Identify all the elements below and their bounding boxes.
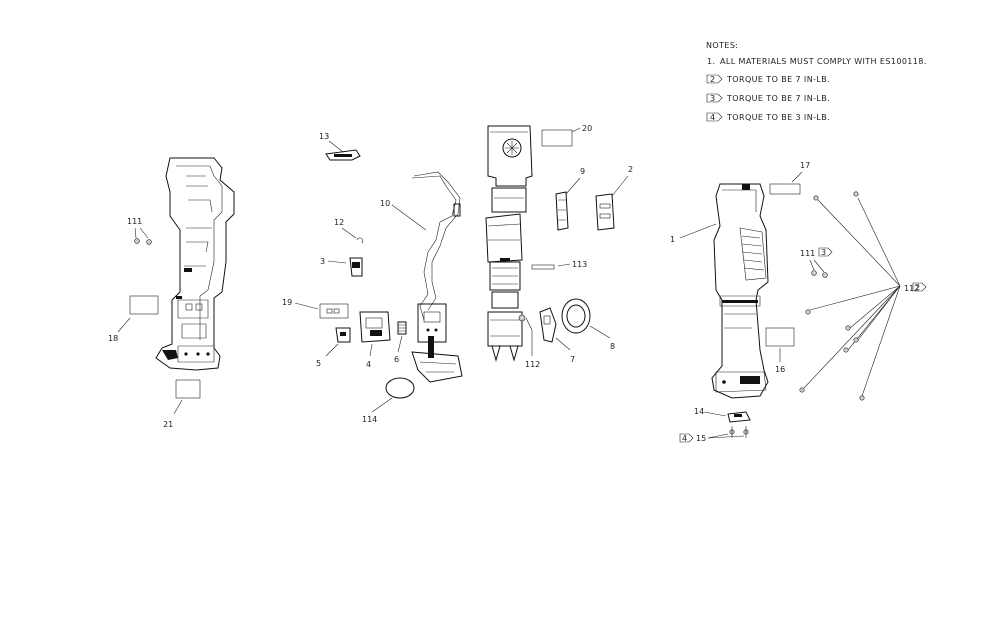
note-3-prefix: 3 bbox=[710, 94, 716, 103]
torque-flag-112 bbox=[912, 282, 927, 292]
callout-20: 20 bbox=[582, 124, 592, 133]
label-17: 17 bbox=[769, 161, 810, 195]
callout-111-flag: 3 bbox=[821, 248, 826, 257]
callout-3: 3 bbox=[320, 257, 325, 266]
part-8-ring: 8 bbox=[561, 298, 615, 351]
torque-flag-15 bbox=[679, 433, 694, 443]
torque-flag-111 bbox=[818, 247, 833, 257]
part-10-wire-harness: 10 bbox=[380, 171, 463, 383]
notes-heading: NOTES: bbox=[706, 41, 738, 50]
callout-111-right: 111 bbox=[800, 249, 815, 258]
part-6-spring: 6 bbox=[394, 321, 407, 364]
label-19: 19 bbox=[282, 298, 349, 319]
callout-9: 9 bbox=[580, 167, 585, 176]
callout-6: 6 bbox=[394, 355, 399, 364]
torque-flag-2 bbox=[706, 74, 723, 84]
callout-19: 19 bbox=[282, 298, 292, 307]
callout-2: 2 bbox=[628, 165, 633, 174]
motor-gear-stack bbox=[485, 125, 533, 362]
callout-1: 1 bbox=[670, 235, 675, 244]
note-1-text: ALL MATERIALS MUST COMPLY WITH ES100118. bbox=[720, 57, 927, 66]
torque-flag-4 bbox=[706, 112, 723, 122]
callout-112-middle: 112 bbox=[525, 360, 540, 369]
note-1-prefix: 1. bbox=[707, 57, 715, 66]
note-2-prefix: 2 bbox=[710, 75, 716, 84]
torque-flag-3 bbox=[706, 93, 723, 103]
part-113-strip: 113 bbox=[531, 260, 587, 270]
callout-5: 5 bbox=[316, 359, 321, 368]
part-15-screws: 4 15 bbox=[679, 426, 749, 443]
label-18: 18 bbox=[108, 295, 159, 343]
part-2-clip: 2 bbox=[595, 165, 633, 231]
callout-15: 15 bbox=[696, 434, 706, 443]
label-16: 16 bbox=[765, 327, 795, 374]
callout-12: 12 bbox=[334, 218, 344, 227]
part-4-switch-module: 4 bbox=[359, 311, 391, 369]
callout-10: 10 bbox=[380, 199, 390, 208]
screw-112-middle: 112 bbox=[518, 314, 540, 369]
callout-112-right: 112 bbox=[904, 284, 919, 293]
note-3-text: TORQUE TO BE 7 IN-LB. bbox=[726, 94, 830, 103]
callout-113: 113 bbox=[572, 260, 587, 269]
callout-21: 21 bbox=[163, 420, 173, 429]
callout-8: 8 bbox=[610, 342, 615, 351]
callout-114: 114 bbox=[362, 415, 377, 424]
part-114-pad: 114 bbox=[362, 377, 415, 424]
notes-block: NOTES: 1. ALL MATERIALS MUST COMPLY WITH… bbox=[706, 41, 927, 122]
note-4-text: TORQUE TO BE 3 IN-LB. bbox=[726, 113, 830, 122]
part-14-button: 14 bbox=[694, 407, 751, 423]
callout-18: 18 bbox=[108, 334, 118, 343]
callout-15-flag: 4 bbox=[682, 434, 687, 443]
screws-111-right: 111 3 bbox=[800, 247, 833, 278]
callout-17: 17 bbox=[800, 161, 810, 170]
part-9-bracket: 9 bbox=[555, 167, 585, 231]
part-7-latch: 7 bbox=[539, 307, 575, 364]
right-housing-half: 1 bbox=[670, 183, 769, 399]
part-5-switch: 5 bbox=[316, 327, 351, 368]
note-2-text: TORQUE TO BE 7 IN-LB. bbox=[726, 75, 830, 84]
note-4-prefix: 4 bbox=[710, 113, 716, 122]
callout-111-left: 111 bbox=[127, 217, 142, 226]
label-21: 21 bbox=[163, 379, 201, 429]
part-3-trigger: 3 bbox=[320, 257, 363, 277]
part-12-spring: 12 bbox=[334, 218, 364, 244]
screws-111-left: 111 bbox=[127, 217, 152, 245]
part-13-switch-plate: 13 bbox=[319, 132, 361, 161]
label-20: 20 bbox=[541, 124, 592, 147]
left-housing-half bbox=[155, 157, 235, 371]
callout-16: 16 bbox=[775, 365, 785, 374]
callout-112-flag: 2 bbox=[915, 283, 920, 292]
screws-112-right: 112 2 bbox=[799, 191, 927, 401]
callout-4: 4 bbox=[366, 360, 371, 369]
callout-14: 14 bbox=[694, 407, 704, 416]
callout-13: 13 bbox=[319, 132, 329, 141]
callout-7: 7 bbox=[570, 355, 575, 364]
